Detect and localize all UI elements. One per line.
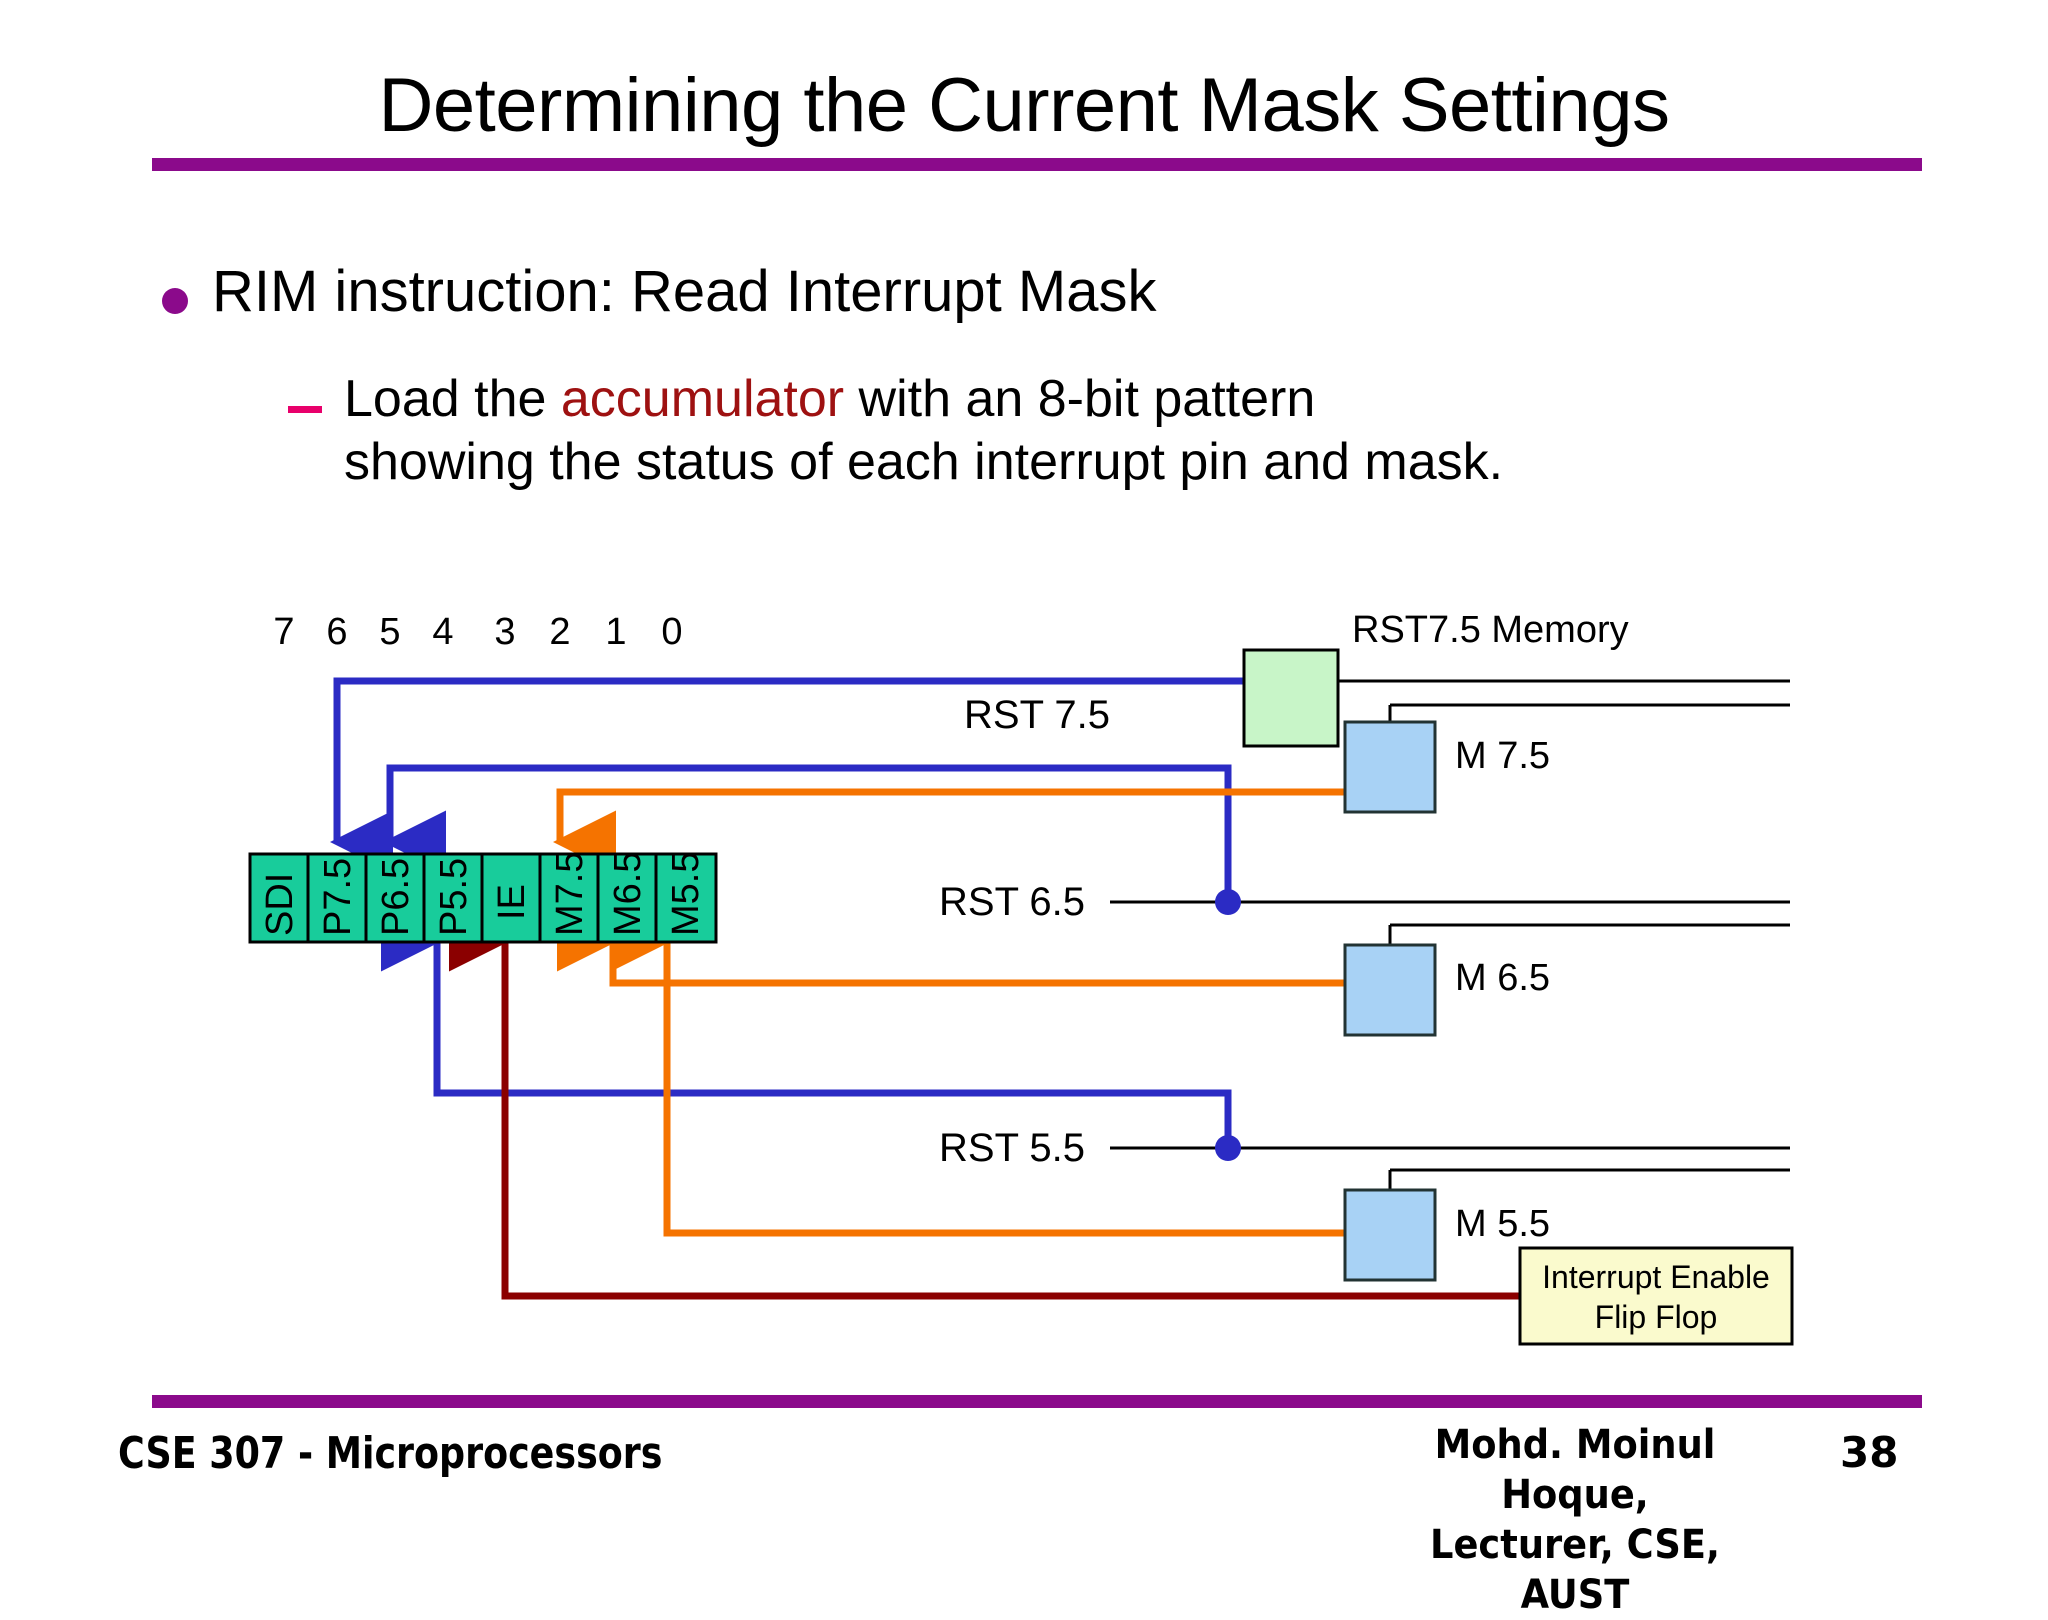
flipflop-label-line1: Interrupt Enable — [1542, 1259, 1770, 1295]
signal-label-rst75: RST 7.5 — [964, 693, 1110, 737]
bit-number-3: 3 — [494, 611, 515, 653]
mask-m55-label: M 5.5 — [1455, 1203, 1550, 1245]
register-cell-p55: P5.5 — [433, 858, 475, 936]
bullet-level1: RIM instruction: Read Interrupt Mask — [162, 259, 1962, 324]
signal-rails — [1110, 679, 1790, 1190]
bullet-level2-highlight: accumulator — [560, 370, 845, 428]
slide-root: Determining the Current Mask Settings RI… — [0, 63, 2048, 1618]
register-cell-p75: P7.5 — [317, 858, 359, 936]
page-title: Determining the Current Mask Settings — [378, 63, 1670, 148]
interrupt-enable-flip-flop-box: Interrupt Enable Flip Flop — [1518, 1246, 1794, 1346]
bullet-level2: Load the accumulator with an 8-bit patte… — [288, 368, 2028, 495]
signal-label-rst65: RST 6.5 — [939, 880, 1085, 924]
mask-m75-label: M 7.5 — [1455, 735, 1550, 777]
register-cell-m75: M7.5 — [549, 852, 591, 936]
interrupt-mask-diagram: 7 6 5 4 3 2 1 0 — [0, 600, 2048, 1380]
footer-course: CSE 307 - Microprocessors — [118, 1428, 663, 1479]
wire-rst75-to-p75 — [330, 677, 1282, 874]
accumulator-register: SDI P7.5 P6.5 P5.5 IE M7.5 M6.5 M5.5 — [248, 852, 718, 944]
wire-rst65-to-p65 — [383, 764, 1232, 902]
wire-m75-to-bit — [553, 788, 1345, 874]
register-cell-m55: M5.5 — [665, 852, 707, 936]
bullet-dot-icon — [162, 288, 188, 314]
footer-author-line1: Mohd. Moinul Hoque, — [1434, 1422, 1716, 1518]
bit-number-6: 6 — [326, 611, 347, 653]
footer-divider — [152, 1395, 1922, 1408]
register-cell-m65: M6.5 — [607, 852, 649, 936]
wire-rst55-to-p55 — [381, 908, 1232, 1148]
bullet-dash-icon — [288, 406, 322, 413]
wire-m65-to-bit — [557, 908, 1345, 987]
bit-number-0: 0 — [661, 611, 682, 653]
rst75-memory-label: RST7.5 Memory — [1352, 609, 1629, 651]
footer-author-line2: Lecturer, CSE, AUST — [1430, 1522, 1720, 1618]
bit-number-7: 7 — [273, 611, 294, 653]
wire-m55-to-bit — [611, 908, 1345, 1237]
flipflop-label-line2: Flip Flop — [1595, 1299, 1718, 1335]
rst75-memory-box: RST7.5 Memory — [1242, 609, 1629, 748]
bit-number-2: 2 — [549, 611, 570, 653]
bullet-level1-label: RIM instruction: Read Interrupt Mask — [212, 259, 1157, 324]
bit-number-row: 7 6 5 4 3 2 1 0 — [273, 611, 682, 653]
bit-number-1: 1 — [605, 611, 626, 653]
bullet-level2-text: Load the accumulator with an 8-bit patte… — [344, 368, 1503, 495]
mask-box-m55: M 5.5 — [1343, 1188, 1550, 1282]
register-cell-ie: IE — [491, 884, 533, 920]
bit-number-4: 4 — [432, 611, 453, 653]
bit-number-5: 5 — [379, 611, 400, 653]
register-cell-p65: P6.5 — [375, 858, 417, 936]
page-number: 38 — [1840, 1428, 1899, 1477]
wire-ie-to-bit — [449, 908, 1520, 1300]
mask-box-m65: M 6.5 — [1343, 943, 1550, 1037]
footer-author: Mohd. Moinul Hoque, Lecturer, CSE, AUST — [1377, 1420, 1773, 1620]
bullet-level2-rest: with an 8-bit pattern — [844, 370, 1316, 428]
bullet-level2-prefix: Load the — [344, 370, 561, 428]
signal-label-rst55: RST 5.5 — [939, 1126, 1085, 1170]
title-divider-top — [152, 158, 1922, 171]
mask-m65-label: M 6.5 — [1455, 957, 1550, 999]
bullet-level2-line2: showing the status of each interrupt pin… — [344, 433, 1504, 492]
mask-box-m75: M 7.5 — [1343, 720, 1550, 814]
register-cell-sdi: SDI — [259, 873, 301, 936]
